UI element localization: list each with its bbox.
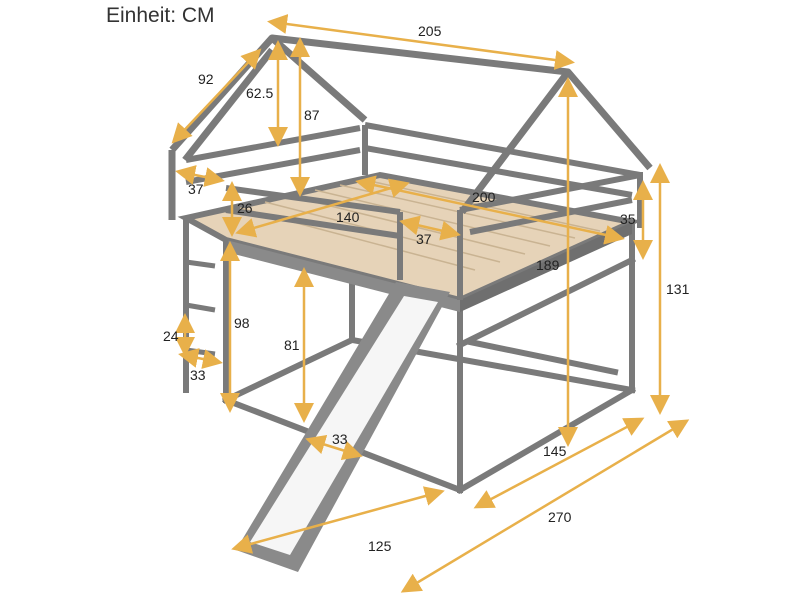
- dim-overall-length: [400, 419, 690, 593]
- label-mattress-width: 200: [472, 189, 496, 205]
- dim-roof-depth: [171, 48, 262, 144]
- ladder-rung-3: [185, 347, 216, 357]
- label-bed-length: 189: [536, 257, 560, 273]
- dim-entry: [399, 215, 461, 241]
- label-slide-reach: 125: [368, 538, 392, 554]
- dim-roof-width: [267, 14, 575, 70]
- dim-head-gap: [175, 165, 225, 187]
- slide-surface: [250, 296, 438, 555]
- label-slide-width: 33: [332, 431, 348, 447]
- label-ladder-step: 24: [163, 328, 179, 344]
- ladder-rung-2: [185, 302, 216, 313]
- ladder-rung-1: [185, 259, 216, 269]
- label-clearance: 81: [284, 337, 300, 353]
- mid-rail-right: [455, 255, 637, 350]
- label-roof-height: 62.5: [246, 85, 273, 101]
- label-roof-post: 87: [304, 107, 320, 123]
- slide: [236, 282, 450, 572]
- label-ladder-width: 33: [190, 367, 206, 383]
- label-entry: 37: [416, 231, 432, 247]
- dimension-lines: [171, 14, 690, 593]
- label-overall-length: 270: [548, 509, 572, 525]
- bottom-rail-right: [455, 385, 637, 495]
- back-guard-top: [364, 122, 641, 178]
- dim-ladder-width: [178, 348, 223, 369]
- label-mattress-length: 140: [336, 209, 360, 225]
- bottom-rail-left: [222, 336, 356, 404]
- unit-title: Einheit: CM: [106, 4, 215, 27]
- label-ladder-height: 98: [234, 315, 250, 331]
- label-head-gap: 37: [188, 181, 204, 197]
- label-side-guard: 35: [620, 211, 636, 227]
- label-roof-width: 205: [418, 23, 442, 39]
- dim-slide-width: [305, 434, 363, 461]
- label-overall-depth: 145: [543, 443, 567, 459]
- mid-rail-back: [466, 338, 619, 376]
- label-total-height: 131: [666, 281, 690, 297]
- label-guard-height: 26: [237, 200, 253, 216]
- label-roof-depth: 92: [198, 71, 214, 87]
- dimension-labels: 92 205 62.5 87 37 26 140 200 37 35 189 1…: [163, 23, 690, 554]
